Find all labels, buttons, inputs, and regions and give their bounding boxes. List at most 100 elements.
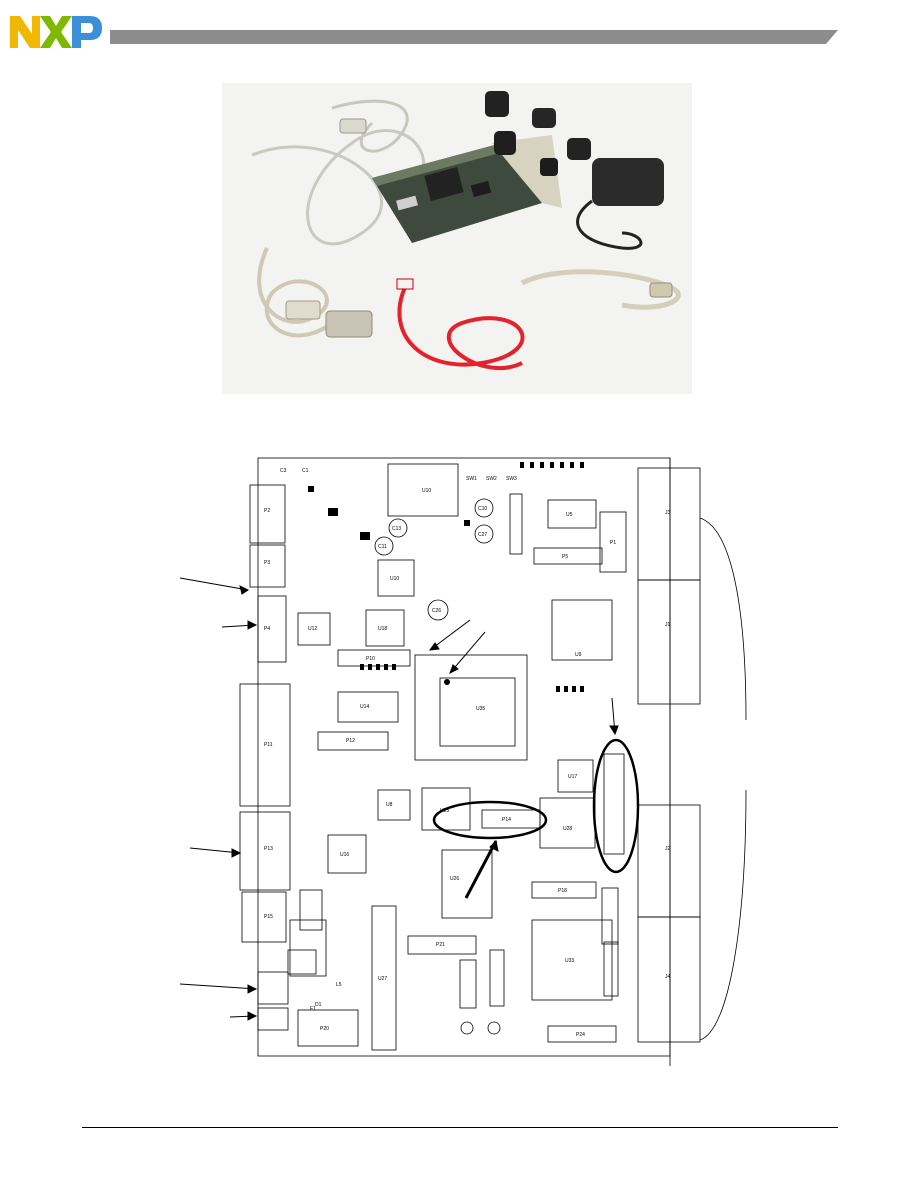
header-p5: [533, 547, 603, 565]
chip-u14: [337, 691, 399, 723]
label-c27: C27: [478, 532, 487, 538]
chip-u12: [297, 612, 331, 646]
highlight-p14: [432, 800, 548, 840]
label-p15: P15: [264, 914, 273, 920]
header-p12: [317, 731, 389, 751]
header-p9: [509, 493, 523, 555]
label-u33: U33: [565, 958, 574, 964]
header-p18: [531, 881, 597, 899]
label-u22: U23: [440, 808, 449, 814]
cap-c26: [427, 599, 449, 621]
label-u18: U18: [378, 626, 387, 632]
connector-j3: [637, 467, 701, 581]
header-p14: [481, 809, 541, 829]
label-u35: U35: [476, 706, 485, 712]
connector-p3: [249, 544, 286, 588]
highlight-p22: [592, 738, 640, 874]
header-p1: [599, 511, 627, 573]
chip-u9: [551, 599, 613, 661]
label-p13: P13: [264, 846, 273, 852]
header-bar: [110, 30, 838, 44]
connector-j4: [637, 916, 701, 1043]
label-u12: U12: [308, 626, 317, 632]
label-u5: U5: [566, 512, 573, 518]
label-p24: P24: [576, 1032, 585, 1038]
connector-j2: [637, 804, 701, 918]
header-p24: [547, 1025, 617, 1043]
label-c1: C1: [302, 468, 309, 474]
label-u14: U14: [360, 704, 369, 710]
label-u10: U10: [390, 576, 399, 582]
label-l5: L5: [336, 982, 342, 988]
connector-p11: [239, 683, 291, 807]
cap-c13: [388, 518, 408, 538]
label-c13: C13: [392, 526, 401, 532]
chip-u8: [377, 789, 411, 821]
header-p8: [603, 941, 619, 997]
chip-u18: [365, 609, 405, 647]
cap-c27: [474, 524, 494, 544]
label-d1: D1: [315, 1002, 322, 1008]
label-c3: C3: [280, 468, 287, 474]
chip-u35: [414, 654, 528, 761]
cap-c11: [374, 536, 394, 556]
header-p6: [601, 887, 619, 945]
connector-p17: [257, 971, 289, 1005]
board-layout-diagram: U35 U10 U9 U33 U23 U28 U26 U17 U5 U10 U1…: [179, 457, 747, 1066]
label-p1: P1: [610, 540, 616, 546]
board-outline: [257, 457, 671, 1057]
header-u25: [371, 905, 397, 1051]
label-p12: P12: [346, 738, 355, 744]
label-u9: U9: [575, 652, 582, 658]
label-p3: P3: [264, 560, 270, 566]
label-p10: P10: [366, 656, 375, 662]
connector-j1: [637, 579, 701, 705]
chip-u10: [377, 559, 415, 597]
label-p21: P21: [436, 942, 445, 948]
label-p5: P5: [562, 554, 568, 560]
product-photo: [222, 83, 692, 394]
label-p2: P2: [264, 508, 270, 514]
label-u8: U8: [386, 802, 393, 808]
header-p21: [407, 935, 477, 955]
chip-u23: [539, 797, 596, 849]
label-j2: J2: [665, 846, 671, 852]
chip-u16: [327, 834, 367, 874]
chip-u26: [441, 849, 493, 919]
label-u17: U17: [568, 774, 577, 780]
label-p20: P20: [320, 1026, 329, 1032]
label-p11: P11: [264, 742, 273, 748]
label-f1: F1: [310, 1006, 316, 1012]
label-u28: U28: [563, 826, 572, 832]
label-sw3: SW3: [506, 476, 517, 482]
label-sw1: SW1: [466, 476, 477, 482]
label-c11: C11: [378, 544, 387, 550]
label-u16: U16: [340, 852, 349, 858]
chip-u33: [531, 919, 613, 1001]
footer-rule: [82, 1127, 838, 1128]
chip-u17: [557, 759, 594, 793]
header-p22: [603, 753, 625, 855]
label-j1: J1: [665, 622, 671, 628]
label-u11: U10: [422, 488, 431, 494]
label-p4: P4: [264, 626, 270, 632]
chip-u5: [547, 499, 597, 529]
label-p18: P18: [558, 888, 567, 894]
label-u26: U26: [450, 876, 459, 882]
connector-p15: [241, 891, 287, 943]
chip-u11: [387, 463, 459, 517]
label-p14: P14: [502, 817, 511, 823]
label-j3: J3: [665, 510, 671, 516]
header-p10: [337, 649, 411, 667]
cap-c10: [474, 498, 494, 518]
label-c26: C26: [432, 608, 441, 614]
connector-p19: [257, 1007, 289, 1031]
connector-p13: [239, 811, 291, 891]
label-sw2: SW2: [486, 476, 497, 482]
connector-p2: [249, 484, 286, 544]
nxp-logo: [10, 16, 102, 48]
label-j4: J4: [665, 974, 671, 980]
label-c10: C10: [478, 506, 487, 512]
connector-p4: [257, 595, 287, 663]
label-u25: U27: [378, 976, 387, 982]
